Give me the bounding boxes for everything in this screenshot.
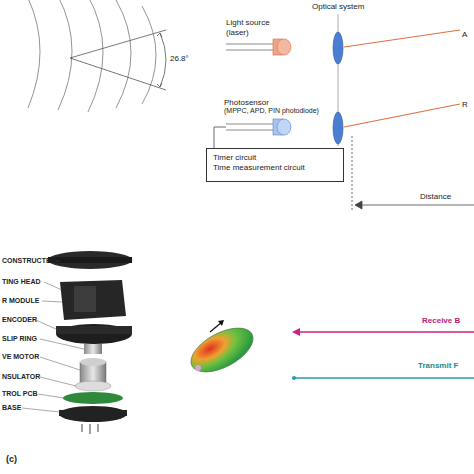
circuit-box: Timer circuitTime measurement circuit	[206, 148, 344, 182]
exploded-lidar	[59, 406, 127, 422]
component-label: (MPPC, APD, PIN photodiode)	[224, 107, 319, 116]
leader-line	[22, 408, 60, 412]
angle-marker	[70, 58, 166, 90]
laser-led	[277, 39, 291, 55]
exploded-lidar	[59, 410, 127, 416]
sensor-wire	[214, 127, 226, 148]
part-name: TING HEAD	[2, 278, 41, 287]
photosensor-led	[226, 119, 291, 135]
leader-line	[36, 320, 58, 330]
exploded-lidar	[82, 424, 98, 434]
exploded-lidar	[98, 424, 99, 432]
distance-arrow	[356, 205, 474, 206]
box-text: Timer circuit	[213, 153, 337, 163]
photosensor-led	[277, 119, 291, 135]
leader-line	[40, 377, 76, 386]
laser-beam	[344, 30, 460, 127]
box-text: Time measurement circuit	[213, 163, 337, 173]
part-name: NSULATOR	[2, 373, 40, 382]
part-name: BASE	[2, 404, 21, 413]
wavefront-arcs	[142, 6, 156, 104]
wavefront-arcs	[88, 0, 103, 112]
exploded-lidar	[84, 344, 102, 354]
transmit-beam	[292, 376, 474, 380]
part-name: ENCODER	[2, 316, 37, 325]
vehicle-heatmap	[195, 365, 201, 371]
exploded-lidar	[90, 424, 91, 434]
leader-line	[42, 301, 62, 302]
leader-line	[40, 339, 84, 349]
part-name: CONSTRUCTED	[2, 257, 56, 266]
exploded-lidar	[48, 251, 132, 434]
vehicle-heatmap	[218, 320, 224, 326]
angle-marker	[157, 33, 162, 37]
exploded-lidar	[60, 280, 126, 320]
angle-marker	[70, 30, 166, 90]
distance-arrow	[352, 136, 353, 212]
exploded-lidar	[75, 381, 111, 391]
angle-value: 26.8°	[170, 54, 189, 64]
distance-arrow	[355, 201, 362, 209]
panel-letter: (c)	[6, 454, 17, 465]
wavefront-arcs	[58, 0, 72, 110]
sensor-wire	[214, 127, 226, 148]
laser-beam	[344, 104, 460, 127]
photosensor-led	[226, 130, 274, 131]
part-name: VE MOTOR	[2, 353, 39, 362]
leader-line	[38, 394, 64, 398]
exploded-lidar	[48, 257, 132, 263]
exploded-lidar	[63, 392, 123, 404]
part-name: R MODULE	[2, 297, 39, 306]
part-name: SLIP RING	[2, 335, 37, 344]
lens	[333, 112, 343, 144]
lens	[333, 32, 343, 144]
signal-label: Receive B	[422, 316, 460, 326]
beam-label: A	[462, 30, 467, 40]
vehicle-heatmap	[184, 319, 260, 381]
leader-line	[40, 357, 80, 370]
laser-led	[226, 50, 274, 51]
section-heading: Optical system	[312, 2, 364, 12]
signal-label: Transmit F	[418, 361, 458, 371]
laser-led	[226, 44, 274, 45]
exploded-lidar	[74, 286, 96, 312]
angle-marker	[160, 33, 166, 87]
distance-arrow	[352, 136, 474, 212]
exploded-lidar	[80, 358, 106, 366]
receive-beam	[292, 328, 300, 336]
component-label: Light source (laser)	[226, 18, 288, 37]
transmit-beam	[294, 377, 474, 378]
part-name: TROL PCB	[2, 390, 38, 399]
receive-beam	[292, 328, 474, 336]
vehicle-heatmap	[184, 319, 260, 381]
wavefront-arcs	[28, 0, 40, 108]
exploded-lidar	[48, 251, 132, 269]
angle-marker	[157, 83, 162, 87]
exploded-lidar	[82, 424, 83, 432]
leader-line	[44, 282, 62, 290]
photosensor-led	[226, 124, 274, 125]
transmit-beam	[292, 376, 296, 380]
dimension-label: Distance	[420, 192, 451, 202]
wavefront-arcs	[28, 0, 156, 112]
exploded-lidar	[56, 326, 132, 334]
angle-marker	[70, 30, 166, 58]
beam-label: R	[462, 100, 468, 110]
laser-led	[226, 39, 291, 55]
component-label: Photosensor	[224, 98, 269, 108]
lens	[333, 32, 343, 64]
receive-beam	[294, 331, 474, 332]
exploded-lidar	[56, 324, 132, 344]
wavefront-arcs	[116, 0, 131, 108]
leader-line	[56, 261, 60, 262]
laser-beam	[344, 30, 460, 47]
